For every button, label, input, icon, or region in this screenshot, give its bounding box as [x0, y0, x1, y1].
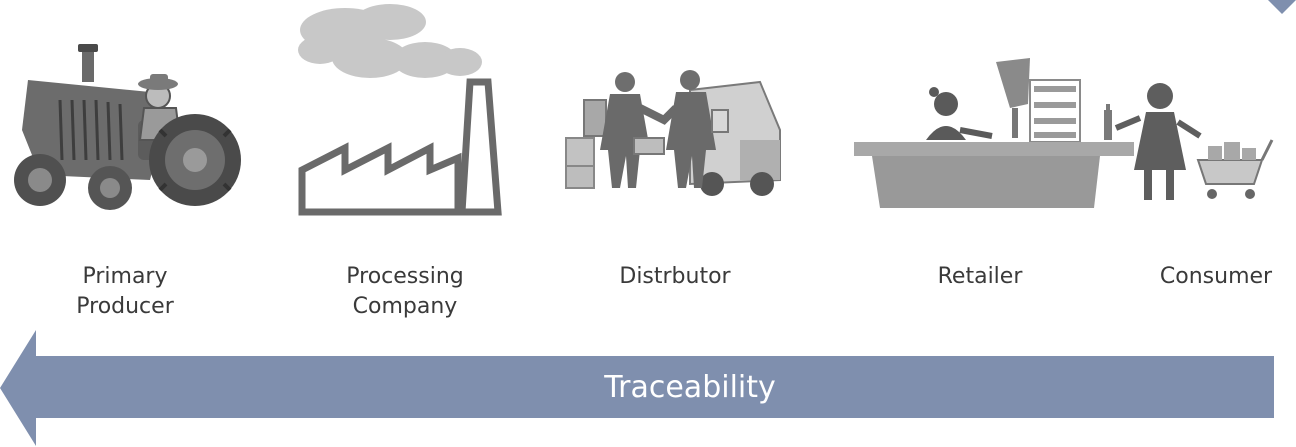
corner-arrow-fragment [1268, 0, 1296, 14]
shopper-cart-icon [1114, 83, 1274, 200]
traceability-arrow [0, 330, 1274, 446]
factory-icon [298, 4, 502, 216]
tractor-farmer-icon [14, 44, 241, 210]
checkout-counter-icon [854, 58, 1134, 208]
handshake-truck-icon [565, 70, 781, 196]
label-distributor: Distrbutor [619, 264, 731, 289]
label-consumer: Consumer [1159, 264, 1273, 289]
label-retailer: Retailer [937, 264, 1023, 289]
label-primary-producer: Primary Producer [76, 264, 174, 319]
traceability-label: Traceability [604, 370, 776, 405]
label-processing-company: Processing Company [346, 264, 464, 319]
